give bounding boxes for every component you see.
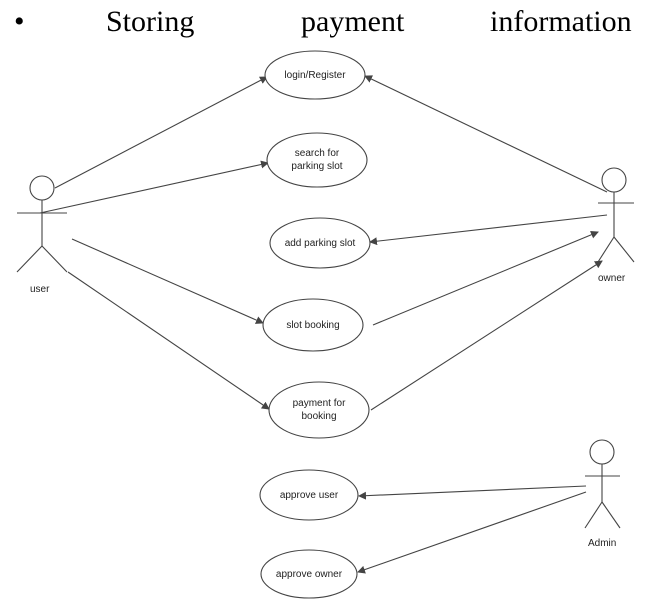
use-case-approve-user: approve user (259, 469, 359, 521)
use-case-payment-ellipse (268, 381, 370, 439)
edge-payment-owner (370, 260, 603, 411)
actor-user-label: user (30, 284, 50, 295)
heading-word-information: information (490, 5, 632, 38)
actor-owner-left-leg (597, 236, 615, 263)
use-case-approve-user-label: approve user (280, 490, 339, 501)
actor-user-head (29, 175, 55, 201)
edge-owner-add-slot (369, 214, 608, 246)
edge-user-slot-booking (71, 238, 264, 324)
use-case-search-label-line1: search for (295, 148, 340, 159)
actor-owner-head (601, 167, 627, 193)
use-case-search-label-line2: parking slot (291, 161, 342, 172)
actor-user: user (16, 175, 68, 295)
actor-admin-label: Admin (588, 538, 616, 549)
use-case-login-ellipse (264, 50, 366, 100)
bullet-heading: • Storing payment information (0, 0, 648, 52)
use-case-search-ellipse (266, 132, 368, 188)
use-case-payment: payment for booking (268, 381, 370, 439)
actor-admin-right-leg (601, 501, 621, 529)
use-case-approve-owner-label: approve owner (276, 569, 343, 580)
use-case-slot-booking: slot booking (262, 298, 364, 352)
heading-word-payment: payment (301, 5, 405, 38)
actor-admin: Admin (584, 439, 621, 549)
actor-admin-left-leg (584, 501, 603, 529)
use-case-login-label: login/Register (284, 70, 346, 81)
use-case-add-slot-ellipse (269, 217, 371, 269)
use-case-payment-label-line1: payment for (293, 398, 346, 409)
use-case-search: search for parking slot (266, 132, 368, 188)
actor-user-right-leg (41, 245, 68, 273)
use-case-slot-booking-ellipse (262, 298, 364, 352)
edge-admin-approve-user (358, 485, 587, 500)
use-case-approve-owner: approve owner (260, 549, 358, 599)
heading-word-storing: Storing (106, 5, 195, 38)
edge-admin-approve-owner (357, 491, 587, 574)
use-case-approve-owner-ellipse (260, 549, 358, 599)
use-case-approve-user-ellipse (259, 469, 359, 521)
use-case-add-slot-label: add parking slot (285, 238, 356, 249)
actor-owner-label: owner (598, 273, 626, 284)
edge-user-payment (67, 271, 270, 410)
use-case-add-slot: add parking slot (269, 217, 371, 269)
actor-owner: owner (597, 167, 635, 284)
bullet-marker: • (14, 5, 25, 38)
actor-admin-head (589, 439, 615, 465)
use-case-slot-booking-label: slot booking (286, 320, 339, 331)
edge-user-search (39, 160, 269, 214)
edge-slot-booking-owner (372, 230, 599, 326)
edge-user-login (54, 76, 268, 189)
actor-owner-right-leg (613, 236, 635, 263)
associations (39, 75, 608, 574)
use-case-payment-label-line2: booking (301, 411, 336, 422)
actor-user-left-leg (16, 245, 43, 273)
use-case-login: login/Register (264, 50, 366, 100)
edge-owner-login (364, 75, 608, 193)
